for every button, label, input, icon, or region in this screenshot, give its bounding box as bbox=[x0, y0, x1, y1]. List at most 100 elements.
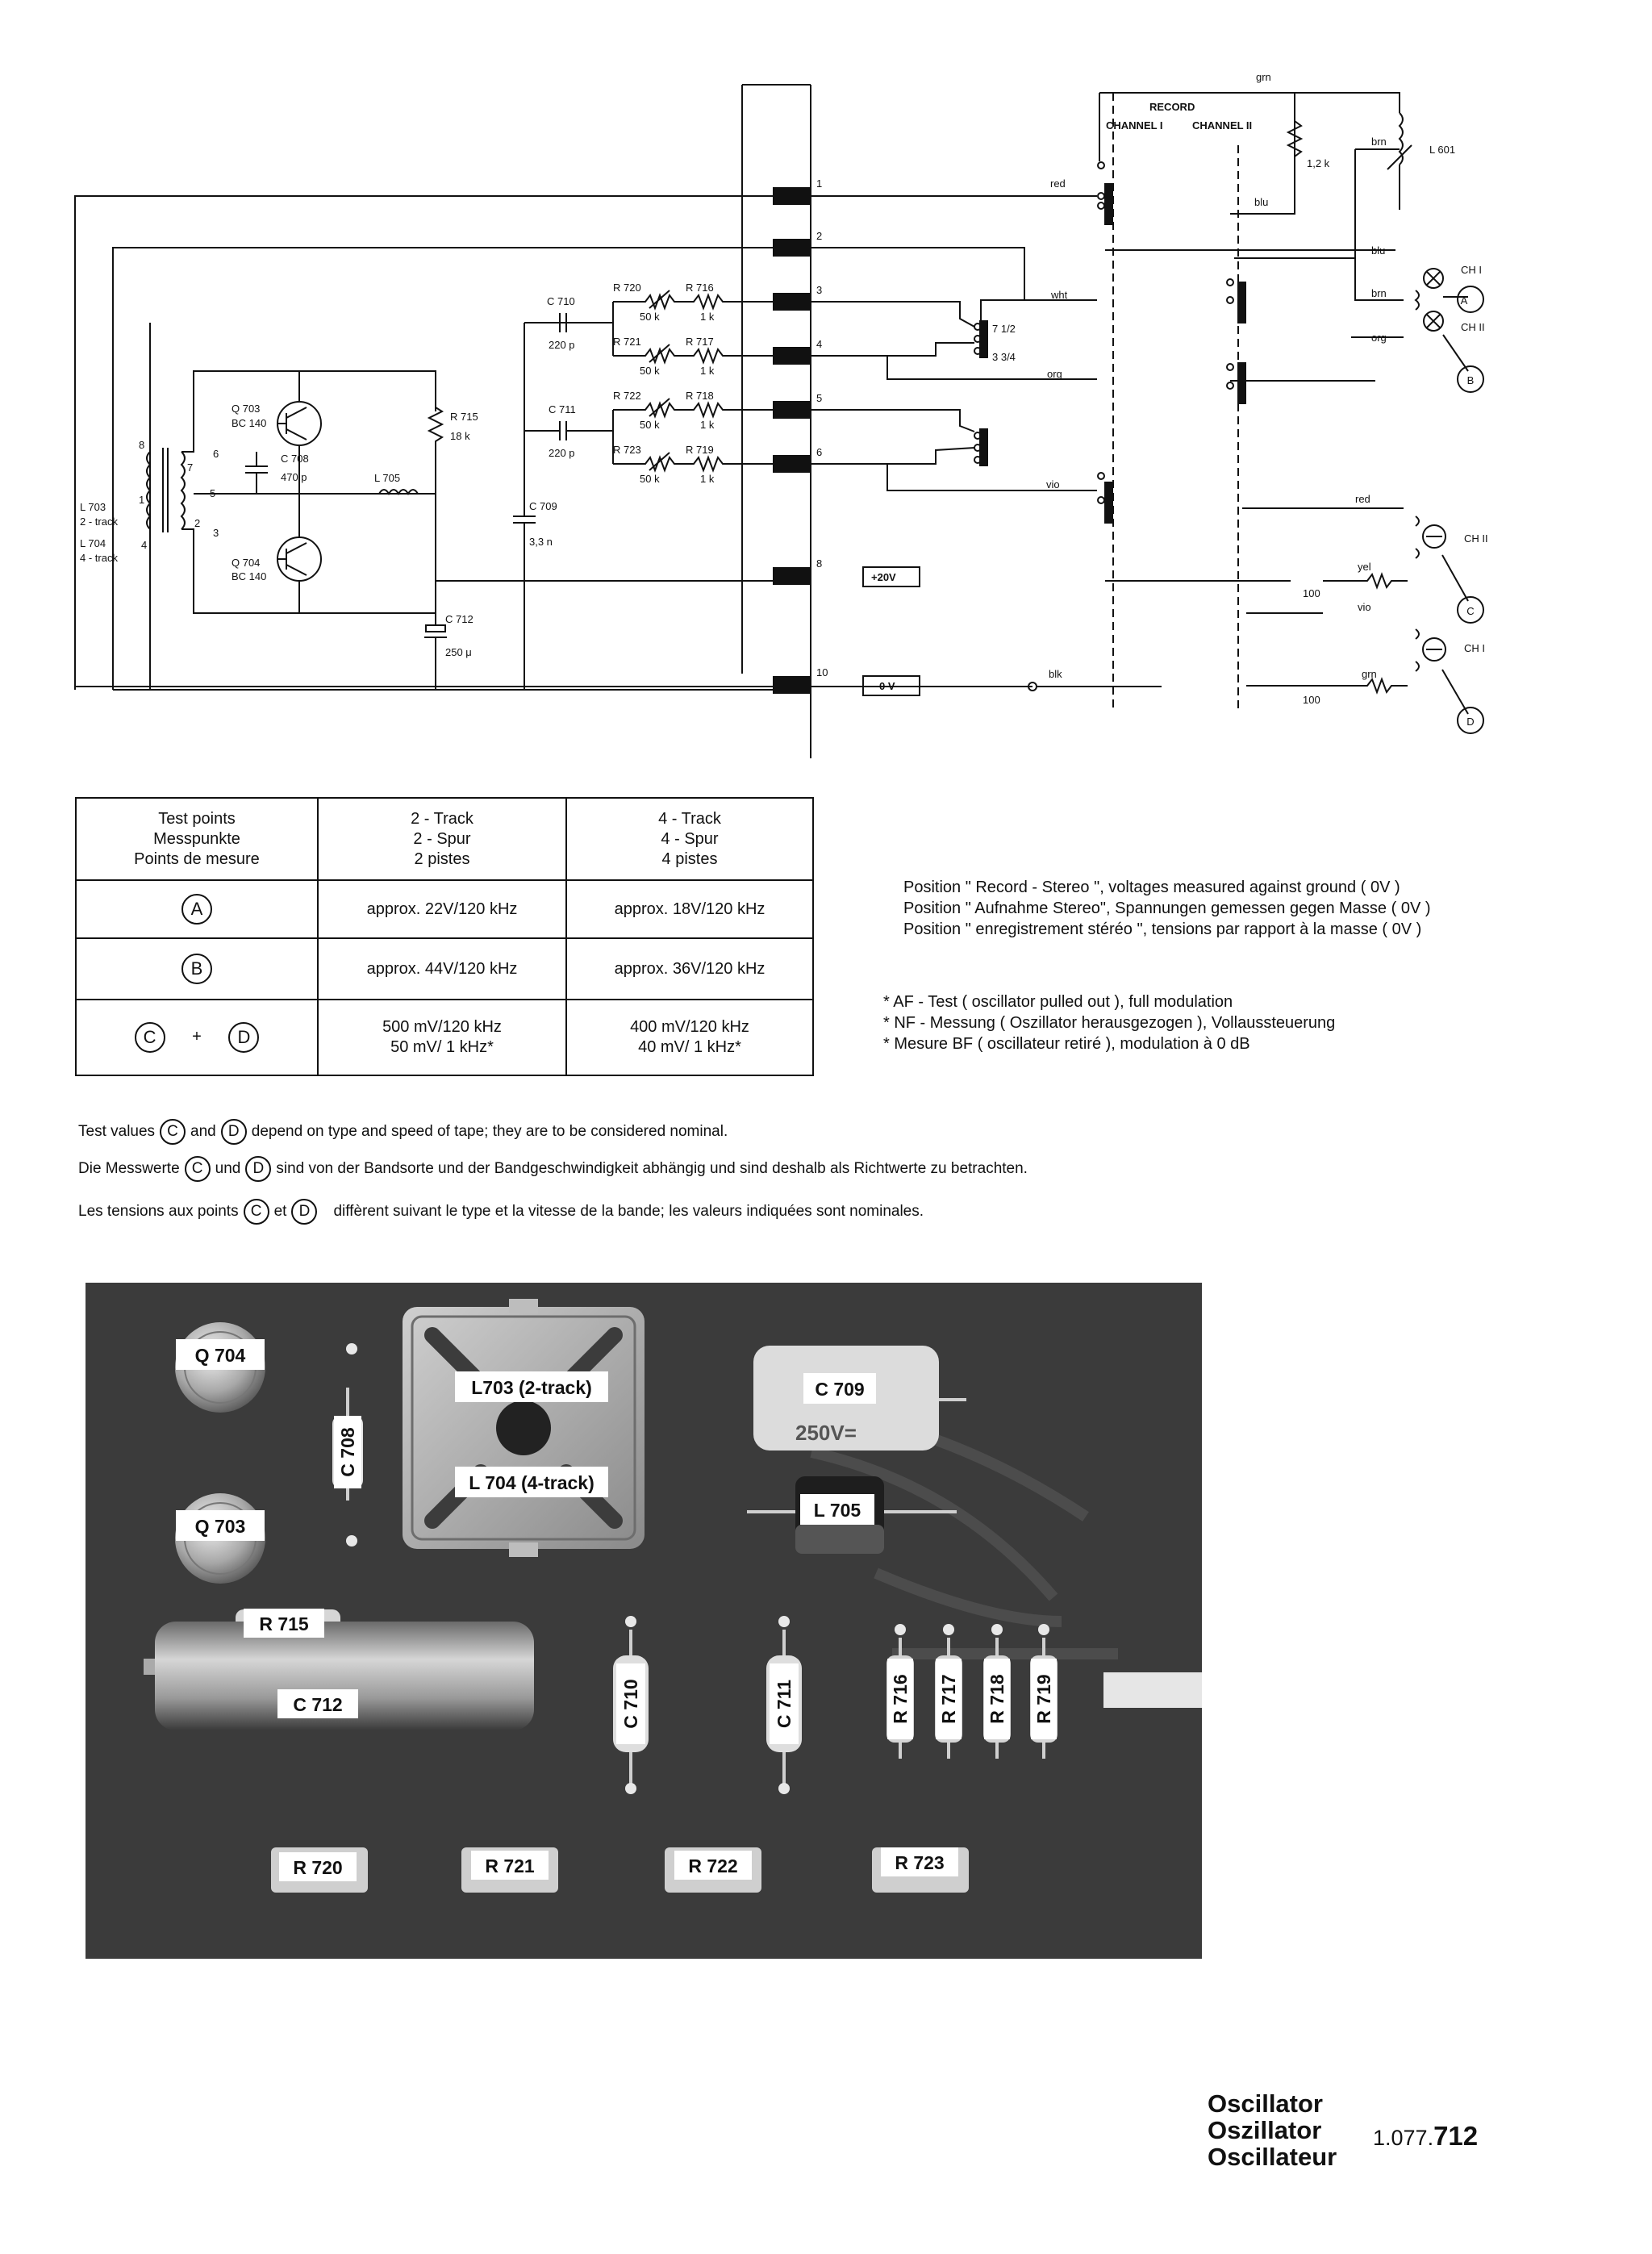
pin-2: 2 bbox=[194, 517, 200, 529]
document-code-prefix: 1.077. bbox=[1373, 2126, 1434, 2150]
label-r720: R 720 bbox=[293, 1857, 342, 1878]
pin-5: 5 bbox=[210, 487, 215, 499]
r723-value: 50 k bbox=[640, 473, 660, 485]
capacitor-c708 bbox=[245, 452, 268, 494]
test-note-en-d: D bbox=[220, 1118, 247, 1145]
point-a: A bbox=[1461, 294, 1468, 307]
c708-label: C 708 bbox=[281, 453, 309, 465]
record-title: RECORD bbox=[1149, 101, 1195, 113]
row-cd-4track-hf: 400 mV/120 kHz bbox=[630, 1018, 749, 1036]
plus-sign: + bbox=[192, 1028, 202, 1046]
point-c-circle: C bbox=[134, 1022, 165, 1053]
point-a-circle: A bbox=[181, 894, 212, 925]
c712-label: C 712 bbox=[445, 613, 473, 625]
test-note-fr-pre: Les tensions aux points bbox=[78, 1203, 239, 1220]
label-r716: R 716 bbox=[890, 1674, 911, 1723]
wire-brn-2: brn bbox=[1371, 287, 1387, 299]
wire-yel: yel bbox=[1358, 561, 1371, 573]
wire-grn: grn bbox=[1362, 668, 1377, 680]
wire-blk: blk bbox=[1049, 668, 1062, 680]
transistor-q704 bbox=[277, 494, 322, 613]
terminal-8: 8 bbox=[816, 557, 822, 570]
test-note-de-mid: und bbox=[215, 1160, 241, 1177]
oscillator-schematic: 1 2 3 4 5 6 8 10 bbox=[74, 71, 1488, 758]
label-q704: Q 704 bbox=[195, 1345, 246, 1366]
capacitor-c712 bbox=[424, 580, 773, 690]
label-r717: R 717 bbox=[938, 1674, 959, 1723]
footer-title-block: Oscillator Oszillator Oscillateur 1.077.… bbox=[1208, 2089, 1478, 2170]
c710-value: 220 p bbox=[549, 339, 575, 351]
label-c708: C 708 bbox=[337, 1427, 358, 1477]
test-note-en-post: depend on type and speed of tape; they a… bbox=[251, 1123, 728, 1140]
test-note-de-d: D bbox=[245, 1155, 272, 1182]
r717-value: 1 k bbox=[700, 365, 715, 377]
pin-3: 3 bbox=[213, 527, 219, 539]
header-4-track-fr: 4 pistes bbox=[661, 849, 718, 868]
resistor-rows bbox=[613, 290, 773, 473]
pcb-photo: 250V= bbox=[86, 1283, 1202, 1959]
wire-vio-2: vio bbox=[1358, 601, 1371, 613]
c710-label: C 710 bbox=[547, 295, 575, 307]
header-4-track-en: 4 - Track bbox=[658, 809, 721, 828]
label-l704: L 704 (4-track) bbox=[469, 1472, 594, 1493]
row-a-4track: approx. 18V/120 kHz bbox=[565, 879, 814, 939]
r721-value: 50 k bbox=[640, 365, 660, 377]
r-100-b: 100 bbox=[1303, 694, 1320, 706]
terminal-numbers: 1 2 3 4 5 6 8 10 bbox=[816, 177, 828, 678]
l704-label: L 704 bbox=[80, 537, 106, 549]
header-2-track-fr: 2 pistes bbox=[414, 849, 470, 868]
wire-vio: vio bbox=[1046, 478, 1060, 490]
document-code-number: 712 bbox=[1433, 2121, 1479, 2151]
label-c709: C 709 bbox=[815, 1379, 864, 1400]
solder-points bbox=[346, 1343, 1049, 1794]
test-note-fr-post: diffèrent suivant le type et la vitesse … bbox=[333, 1203, 924, 1220]
l703-label: L 703 bbox=[80, 501, 106, 513]
label-r722: R 722 bbox=[688, 1855, 737, 1876]
test-note-fr-c: C bbox=[243, 1198, 269, 1225]
af-note-de: * NF - Messung ( Oszillator herausgezoge… bbox=[883, 1014, 1336, 1032]
wire-blu: blu bbox=[1254, 196, 1268, 208]
c709-value: 3,3 n bbox=[529, 536, 553, 548]
label-r721: R 721 bbox=[485, 1855, 535, 1876]
position-note-fr: Position " enregistrement stéréo ", tens… bbox=[903, 920, 1422, 938]
footer-title-en: Oscillator bbox=[1208, 2089, 1323, 2118]
test-note-fr-mid: et bbox=[273, 1203, 287, 1220]
q704-label: Q 704 bbox=[232, 557, 260, 569]
wire-org: org bbox=[1047, 368, 1062, 380]
pin-8: 8 bbox=[139, 439, 144, 451]
test-point-table: Test points Messpunkte Points de mesure … bbox=[75, 797, 814, 1076]
row-a-2track: approx. 22V/120 kHz bbox=[317, 879, 567, 939]
l601-label: L 601 bbox=[1429, 144, 1455, 156]
connector-pads bbox=[773, 187, 811, 694]
header-2-track-de: 2 - Spur bbox=[413, 829, 471, 848]
q703-type: BC 140 bbox=[232, 417, 266, 429]
row-cd-2track-hf: 500 mV/120 kHz bbox=[382, 1018, 502, 1036]
table-row: C + D 500 mV/120 kHz 50 mV/ 1 kHz* 400 m… bbox=[75, 999, 814, 1076]
r717-label: R 717 bbox=[686, 336, 714, 348]
test-note-en-pre: Test values bbox=[78, 1123, 156, 1140]
c712-value: 250 μ bbox=[445, 646, 472, 658]
supply-boxes bbox=[862, 566, 920, 696]
point-d-circle: D bbox=[228, 1022, 260, 1053]
speed-7-5: 7 1/2 bbox=[992, 323, 1016, 335]
wire-grn-top: grn bbox=[1256, 71, 1271, 83]
position-note-en: Position " Record - Stereo ", voltages m… bbox=[903, 879, 1400, 896]
supply-plus-20v: +20V bbox=[871, 571, 896, 583]
board-slot bbox=[1103, 1672, 1202, 1708]
row-cd-4track: 400 mV/120 kHz 40 mV/ 1 kHz* bbox=[565, 999, 814, 1076]
test-note-de-post: sind von der Bandsorte und der Bandgesch… bbox=[276, 1160, 1028, 1177]
position-note-de: Position " Aufnahme Stereo", Spannungen … bbox=[903, 900, 1431, 917]
table-row: B approx. 44V/120 kHz approx. 36V/120 kH… bbox=[75, 937, 814, 1000]
af-notes: * AF - Test ( oscillator pulled out ), f… bbox=[883, 991, 1335, 1054]
terminal-2: 2 bbox=[816, 230, 822, 242]
label-c712: C 712 bbox=[293, 1694, 342, 1715]
c709-marking: 250V= bbox=[795, 1421, 857, 1445]
r720-value: 50 k bbox=[640, 311, 660, 323]
c711-label: C 711 bbox=[549, 403, 576, 415]
header-test-points-de: Messpunkte bbox=[153, 829, 240, 848]
row-cd-2track: 500 mV/120 kHz 50 mV/ 1 kHz* bbox=[317, 999, 567, 1076]
label-q703: Q 703 bbox=[195, 1516, 246, 1537]
